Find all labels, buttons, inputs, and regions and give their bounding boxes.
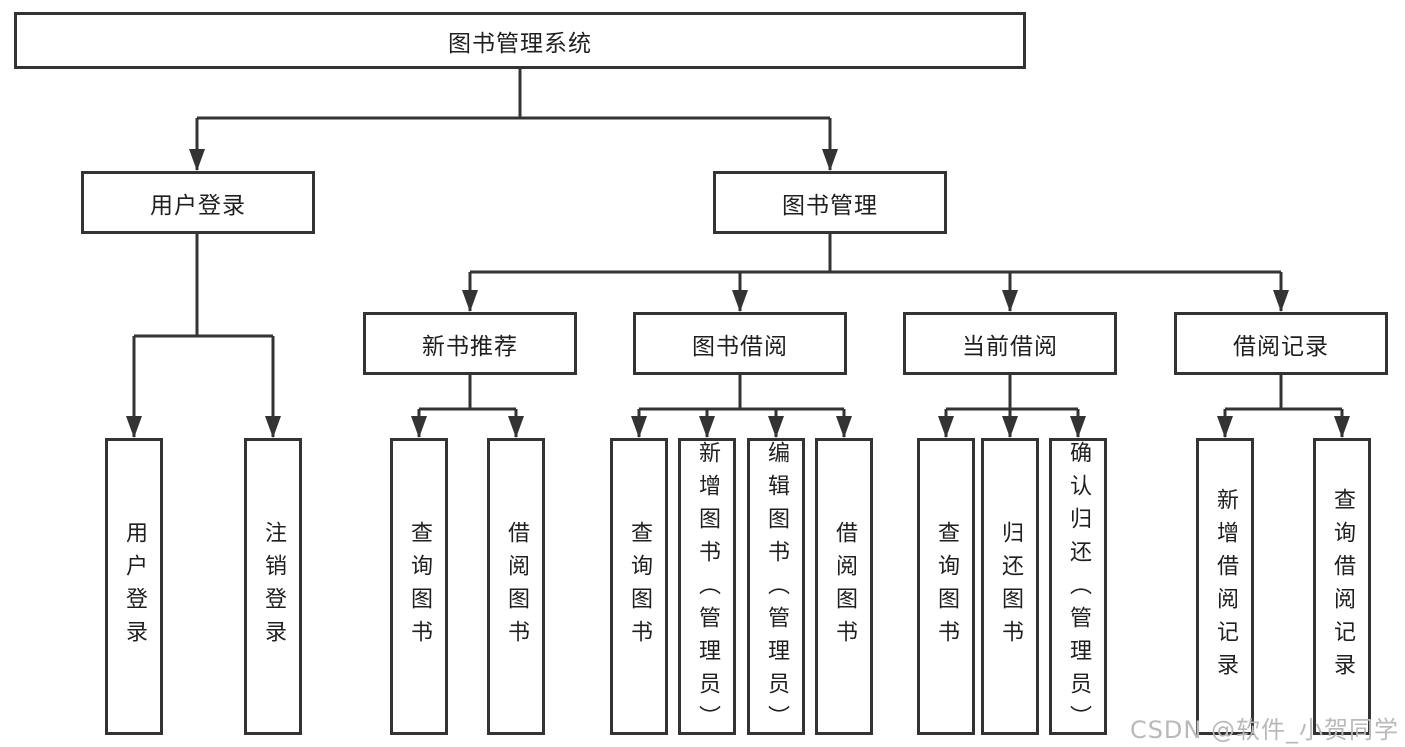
csdn-watermark: CSDN @软件_小贺同学 [1129,716,1399,744]
leaf-user-login: 用户登录 [105,438,163,735]
leaf-edit-book-admin: 编辑图书（管理员） [747,438,805,738]
leaf-return-book: 归还图书 [981,438,1039,735]
node-library-management-system: 图书管理系统 [14,12,1026,69]
leaf-borrow-books: 借阅图书 [815,438,873,735]
leaf-query-books-borrow: 查询图书 [610,438,668,735]
leaf-borrow-books-recommend: 借阅图书 [487,438,545,735]
node-new-book-recommend: 新书推荐 [363,312,577,375]
leaf-query-books-recommend: 查询图书 [390,438,448,735]
leaf-add-book-admin: 新增图书（管理员） [678,438,736,738]
leaf-query-books-current: 查询图书 [917,438,975,735]
node-borrow-records: 借阅记录 [1174,312,1388,375]
leaf-logout: 注销登录 [244,438,302,735]
node-user-login-branch: 用户登录 [81,171,315,234]
node-current-borrow: 当前借阅 [903,312,1117,375]
leaf-query-borrow-record: 查询借阅记录 [1313,438,1371,735]
node-book-borrow: 图书借阅 [633,312,847,375]
leaf-add-borrow-record: 新增借阅记录 [1196,438,1254,735]
leaf-confirm-return-admin: 确认归还（管理员） [1049,438,1107,738]
node-book-management-branch: 图书管理 [713,171,947,234]
